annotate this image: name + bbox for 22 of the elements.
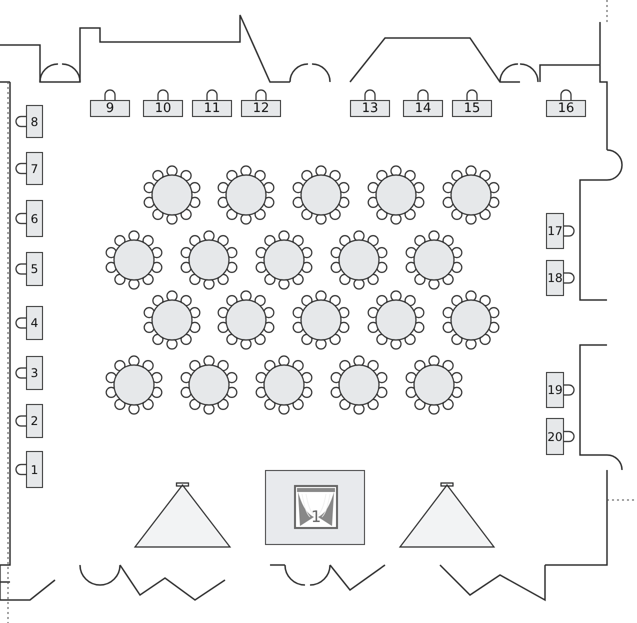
stage: [265, 470, 365, 545]
booth-table: 10: [143, 100, 183, 117]
booth-table: 8: [26, 105, 43, 138]
booth-table: 9: [90, 100, 130, 117]
booth-table: 20: [546, 418, 564, 455]
booth-table: 7: [26, 152, 43, 185]
booth-table: 13: [350, 100, 390, 117]
booth-table: 1: [26, 451, 43, 488]
booth-table: 3: [26, 356, 43, 390]
stage-number: 1: [311, 507, 322, 526]
booth-table: 18: [546, 260, 564, 296]
booth-table: 15: [452, 100, 492, 117]
booth-table: 12: [241, 100, 281, 117]
booth-table: 16: [546, 100, 586, 117]
booth-table: 4: [26, 306, 43, 340]
booth-table: 2: [26, 404, 43, 438]
booth-table: 14: [403, 100, 443, 117]
booth-table: 11: [192, 100, 232, 117]
booth-table: 5: [26, 252, 43, 286]
booth-table: 6: [26, 200, 43, 237]
booth-table: 19: [546, 372, 564, 408]
booth-table: 17: [546, 213, 564, 249]
